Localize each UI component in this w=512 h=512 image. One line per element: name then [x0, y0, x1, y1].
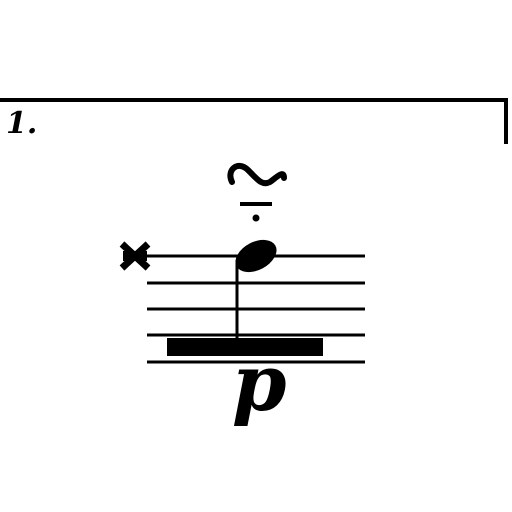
volta-number: 1.	[6, 106, 37, 141]
tenuto-staccato-icon	[240, 202, 272, 222]
percussion-clef-icon	[119, 241, 151, 271]
quarter-note	[235, 239, 277, 338]
dynamic-marking: p	[232, 338, 287, 429]
staccato-dot	[252, 214, 260, 222]
volta-bracket: 1.	[0, 98, 508, 144]
notehead	[235, 239, 277, 273]
tenuto-line	[240, 202, 272, 206]
rest-bar	[167, 338, 323, 356]
turn-icon	[227, 162, 287, 187]
